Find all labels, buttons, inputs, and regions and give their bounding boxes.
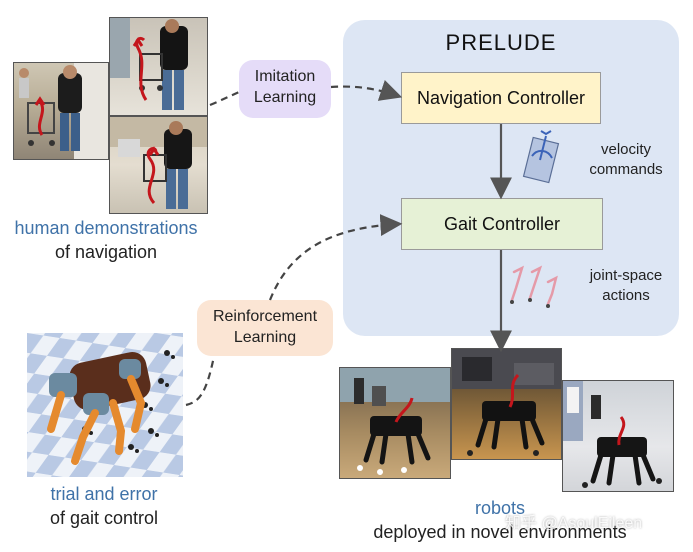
imitation-learning-pill: Imitation Learning: [239, 60, 331, 118]
velocity-commands-line-2: commands: [589, 161, 663, 178]
joint-actions-icon: [510, 265, 558, 306]
reinforcement-learning-pill: Reinforcement Learning: [197, 300, 333, 356]
watermark: 知乎 @AsoulEileen: [505, 515, 643, 532]
human-caption-highlight: human demonstrations: [14, 218, 198, 238]
human-caption-rest: of navigation: [54, 242, 158, 262]
human-demo-photo-1: [13, 62, 109, 160]
reinforcement-line-1: Reinforcement: [212, 308, 318, 325]
human-demo-photo-3: [109, 116, 208, 214]
robots-caption: robots deployed in novel environments: [330, 496, 670, 544]
velocity-commands-label: velocity commands: [578, 140, 674, 180]
gait-controller-box: Gait Controller: [401, 198, 603, 250]
prelude-title: PRELUDE: [445, 30, 557, 55]
imitation-line-1: Imitation: [254, 68, 316, 85]
joint-space-actions-label: joint-space actions: [578, 266, 674, 306]
dashed-arrow-rl-to-gait: [268, 214, 403, 301]
human-demonstrations-caption: human demonstrations of navigation: [0, 216, 212, 264]
reinforcement-line-2: Learning: [233, 329, 297, 346]
robot-deployment-photo-3: [562, 380, 674, 492]
human-demo-photo-2: [109, 17, 208, 116]
robot-deployment-photo-2: [451, 348, 562, 460]
joint-space-actions-line-1: joint-space: [589, 267, 663, 284]
robots-caption-rest: deployed in novel environments: [373, 522, 627, 542]
velocity-arrow-icon: [522, 130, 560, 184]
dashed-arrow-human-to-imitation: [209, 90, 240, 107]
robots-caption-highlight: robots: [474, 498, 526, 518]
trial-caption-highlight: trial and error: [50, 484, 158, 504]
dashed-arrow-imitation-to-nav: [330, 79, 403, 101]
simulation-robot-image: [27, 333, 183, 477]
robot-deployment-photo-1: [339, 367, 451, 479]
joint-space-actions-line-2: actions: [602, 287, 650, 304]
velocity-commands-line-1: velocity: [600, 141, 652, 158]
imitation-line-2: Learning: [253, 89, 317, 106]
trial-and-error-caption: trial and error of gait control: [4, 482, 204, 530]
dashed-arrow-sim-to-rl: [185, 355, 216, 407]
trial-caption-rest: of gait control: [49, 508, 159, 528]
